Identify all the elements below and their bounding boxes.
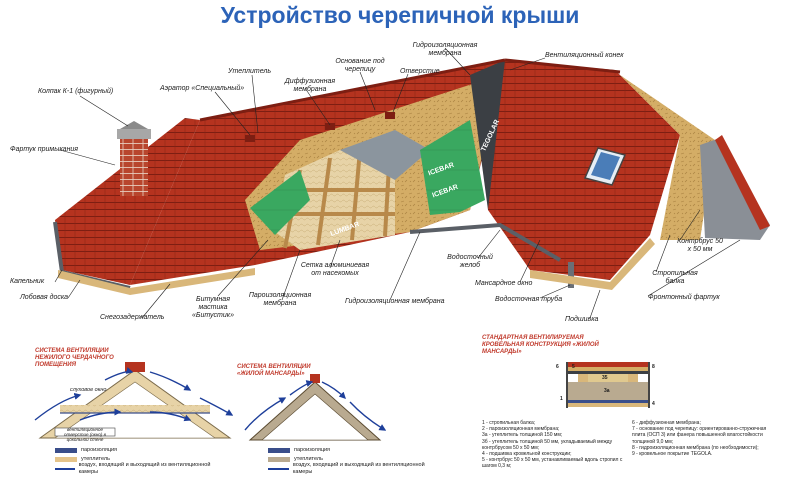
attic-vent-diagram bbox=[34, 362, 234, 439]
label-soffit: Подшивка bbox=[565, 316, 599, 323]
label-downpipe: Водосточная труба bbox=[495, 296, 563, 303]
layer-label-1: 1 bbox=[560, 396, 563, 402]
attic-vent-title: СИСТЕМА ВЕНТИЛЯЦИИ НЕЖИЛОГО ЧЕРДАЧНОГО П… bbox=[35, 348, 114, 368]
label-bitumen-mastic: Битумная мастика «Битустик» bbox=[192, 296, 234, 319]
note-item: 1 - стропильная балка; bbox=[482, 420, 536, 426]
legend-row: воздух, входящий и выходящий из вентиляц… bbox=[55, 461, 215, 475]
icebar-membrane bbox=[420, 120, 485, 215]
legend-arrow bbox=[55, 467, 75, 470]
legend-swatch bbox=[55, 448, 77, 453]
mansard-vent-title: СИСТЕМА ВЕНТИЛЯЦИИ «ЖИЛОЙ МАНСАРДЫ» bbox=[237, 364, 311, 377]
note-item: 8 - гидроизоляционная мембрана (по необх… bbox=[632, 444, 759, 451]
left-hip-slope bbox=[55, 118, 200, 285]
label-abutment-apron: Фартук примыкания bbox=[10, 146, 79, 153]
label-drip-edge: Капельник bbox=[10, 278, 45, 285]
label-chimney-cap: Колпак К-1 (фигурный) bbox=[38, 88, 114, 95]
label-waterproof-membrane-2: Гидроизоляционная мембрана bbox=[345, 298, 445, 305]
note-item: 4 - подшивка кровельной конструкции; bbox=[482, 451, 572, 458]
label-diffusion-membrane: Диффузионная мембрана bbox=[284, 78, 336, 93]
legend-text: пароизоляция bbox=[81, 447, 118, 453]
label-opening: Отверстие bbox=[400, 68, 440, 75]
note-item: 6 - диффузионная мембрана; bbox=[632, 420, 701, 426]
legend-swatch bbox=[55, 457, 77, 462]
layer-label-6: 6 bbox=[556, 364, 559, 370]
label-rafter: Стропильная балка bbox=[652, 270, 698, 285]
layer-label-4: 4 bbox=[652, 401, 655, 407]
note-item: 9 - кровельное покрытие TEGOLA. bbox=[632, 451, 713, 458]
label-snow-guard: Снегозадержатель bbox=[100, 314, 165, 321]
mansard-legend: пароизоляция утеплитель воздух, входящий… bbox=[268, 446, 438, 475]
label-insect-mesh: Сетка алюминиевая от насекомых bbox=[300, 262, 370, 277]
label-aerator: Аэратор «Специальный» bbox=[160, 85, 245, 92]
layer-label-3a: 3а bbox=[604, 388, 610, 394]
layer-label-5: 5 bbox=[572, 364, 575, 370]
note-item: 3а - утеплитель толщиной 150 мм; bbox=[482, 432, 563, 439]
legend-arrow bbox=[268, 467, 289, 470]
label-vapor-membrane: Пароизоляционная мембрана bbox=[248, 292, 312, 307]
attic-legend: пароизоляция утеплитель воздух, входящий… bbox=[55, 446, 215, 475]
green-membrane bbox=[250, 170, 310, 235]
legend-swatch bbox=[268, 457, 290, 462]
page-title: Устройство черепичной крыши bbox=[220, 2, 580, 28]
standard-title: СТАНДАРТНАЯ ВЕНТИЛИРУЕМАЯ КРОВЕЛЬНАЯ КОН… bbox=[482, 335, 599, 355]
label-gable-apron: Фронтонный фартук bbox=[648, 294, 720, 301]
note-item: 2 - пароизоляционная мембрана; bbox=[482, 426, 560, 433]
standard-cross-section bbox=[566, 362, 650, 408]
label-vent-ridge: Вентиляционный конек bbox=[545, 52, 624, 59]
label-gutter: Водосточный желоб bbox=[447, 254, 493, 269]
legend-text: пароизоляция bbox=[294, 447, 331, 453]
legend-row: пароизоляция bbox=[55, 446, 215, 455]
mansard-vent-diagram bbox=[244, 374, 387, 441]
attic-opening-label: вентиляционное отверстие (окно) в цоколь… bbox=[64, 427, 106, 442]
notes-left: 1 - стропильная балка; 2 - пароизоляцион… bbox=[482, 420, 627, 470]
label-counter-batten: Контрбрус 50 х 50 мм bbox=[677, 238, 723, 253]
label-waterproof-membrane: Гидроизоляционная мембрана bbox=[412, 42, 478, 57]
note-item: 7 - основание под черепицу: ориентирован… bbox=[632, 426, 767, 445]
notes-right: 6 - диффузионная мембрана; 7 - основание… bbox=[632, 420, 772, 457]
insulation-cutaway bbox=[275, 150, 395, 250]
label-tile-base: Основание под черепицу bbox=[335, 58, 385, 73]
downpipe bbox=[568, 262, 574, 288]
legend-row: утеплитель bbox=[268, 455, 438, 464]
attic-dormer-label: слуховое окно bbox=[70, 387, 107, 393]
layer-label-35: 35 bbox=[602, 375, 608, 381]
label-dormer-window: Мансардное окно bbox=[475, 280, 533, 287]
gable-cutaway bbox=[620, 75, 715, 240]
layer-label-8: 8 bbox=[652, 364, 655, 370]
note-item: 3б - утеплитель толщиной 50 мм, укладыва… bbox=[482, 438, 613, 451]
legend-text: утеплитель bbox=[294, 456, 323, 462]
legend-text: воздух, входящий и выходящий из вентиляц… bbox=[78, 461, 211, 475]
legend-text: утеплитель bbox=[81, 456, 110, 462]
legend-row: утеплитель bbox=[55, 455, 215, 464]
right-slope bbox=[488, 60, 680, 280]
legend-swatch bbox=[268, 448, 290, 453]
note-item: 5 - контрбрус 50 х 50 мм, устанавливаемы… bbox=[482, 457, 623, 470]
chimney bbox=[120, 138, 148, 196]
label-insulation: Утеплитель bbox=[228, 68, 272, 75]
legend-row: воздух, входящий и выходящий из вентиляц… bbox=[268, 461, 438, 475]
legend-row: пароизоляция bbox=[268, 446, 438, 455]
label-fascia-board: Лобовая доска bbox=[20, 294, 69, 301]
legend-text: воздух, входящий и выходящий из вентиляц… bbox=[292, 461, 425, 475]
